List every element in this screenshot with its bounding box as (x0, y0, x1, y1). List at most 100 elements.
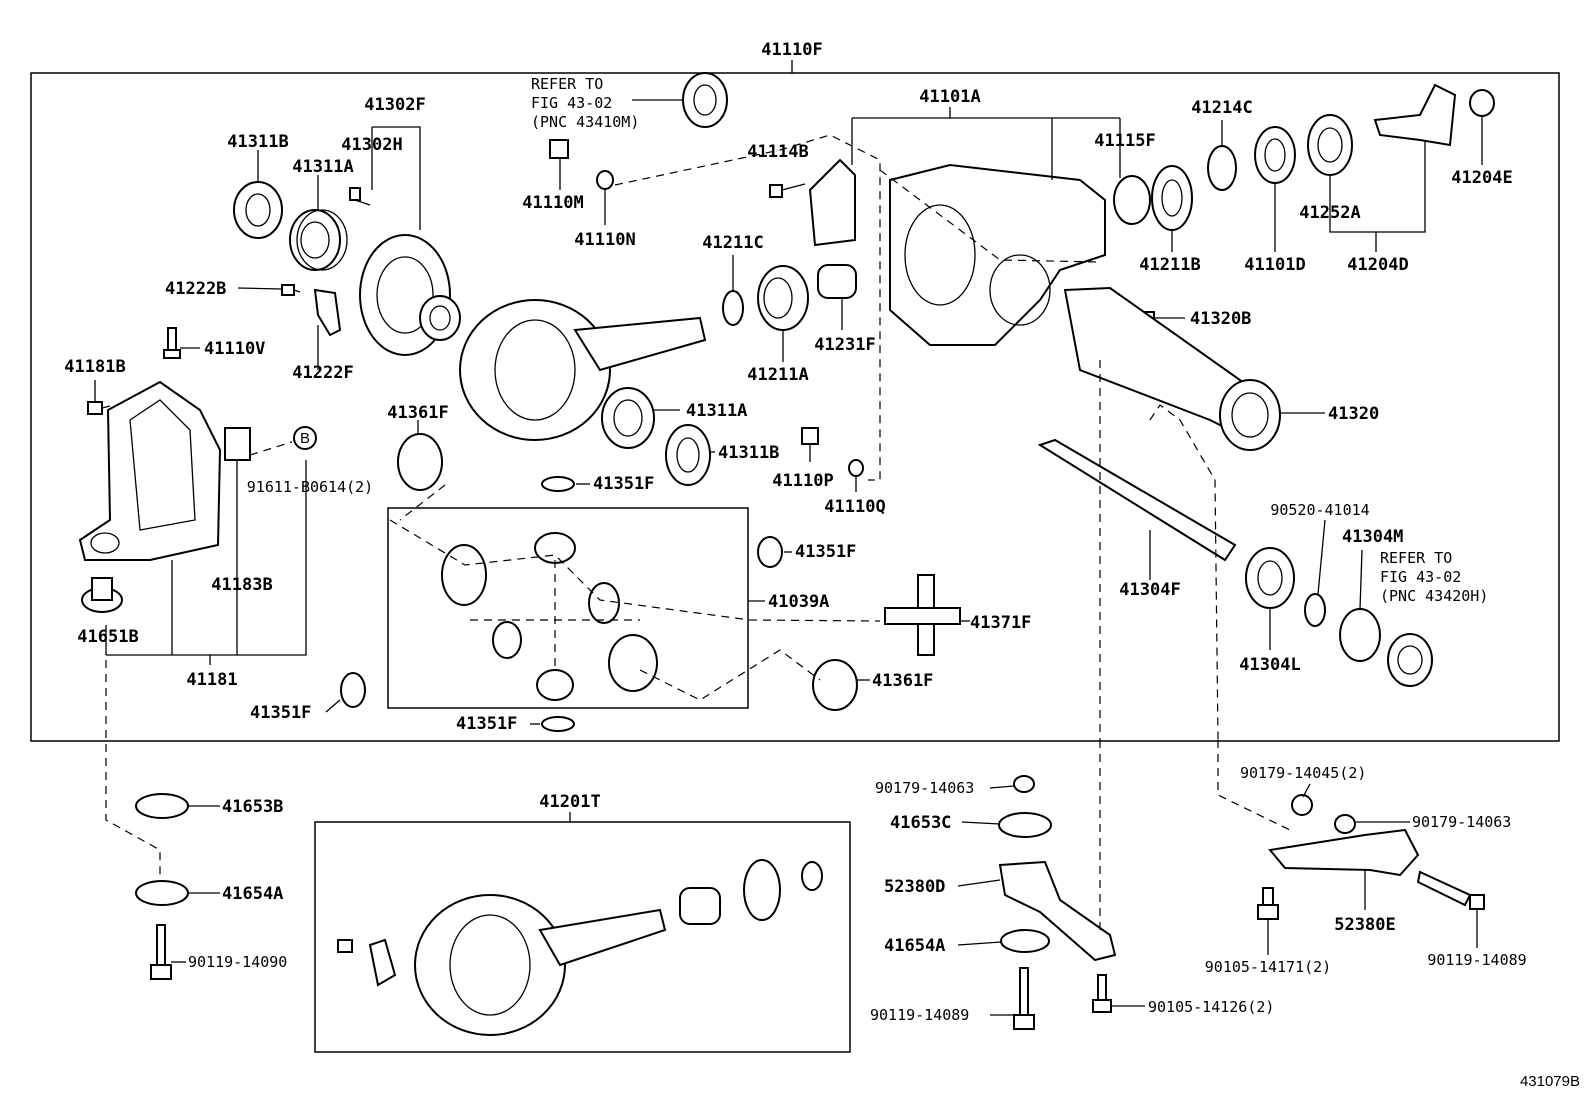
label-41304F: 41304F (1119, 580, 1180, 600)
bolt-90105-14171 (1257, 887, 1279, 920)
label-41204E: 41204E (1451, 168, 1512, 188)
label-91611-B0614: 91611-B0614(2) (247, 478, 373, 496)
label-41110M: 41110M (522, 193, 583, 213)
ref-marker-B: B (300, 430, 310, 447)
label-41653C: 41653C (890, 813, 951, 833)
refer-top-line-3: (PNC 43410M) (531, 113, 639, 131)
washer-41351F-d (340, 672, 366, 708)
assembly-41039A-box (387, 507, 749, 709)
label-41311B-b: 41311B (718, 443, 779, 463)
gasket-41110N (596, 170, 614, 190)
cushion-41653C (998, 812, 1052, 838)
label-90105-14171: 90105-14171(2) (1205, 958, 1331, 976)
bearing-cap-41114B (808, 158, 856, 247)
oil-seal-41311B (233, 181, 283, 239)
label-41101D: 41101D (1244, 255, 1305, 275)
bolt-41302H (349, 187, 371, 206)
oil-seal-41101D (1254, 126, 1296, 184)
refer-top-line-2: FIG 43-02 (531, 94, 612, 112)
washer-41351F-b (757, 536, 783, 568)
differential-gears-41039A (441, 532, 658, 701)
label-41302F: 41302F (364, 95, 425, 115)
spacer-41211C (722, 290, 744, 326)
refer-right-line-1: REFER TO (1380, 549, 1452, 567)
label-41252A: 41252A (1299, 203, 1360, 223)
label-90105-14126: 90105-14126(2) (1148, 998, 1274, 1016)
bolt-41114B (769, 183, 806, 198)
bolt-41181B (87, 401, 111, 415)
refer-top-line-1: REFER TO (531, 75, 603, 93)
label-41110V: 41110V (204, 339, 265, 359)
label-41653B: 41653B (222, 797, 283, 817)
ring-gear-pinion-main (459, 299, 707, 441)
bolt-90119-14089-a (1013, 967, 1035, 1030)
carrier-cover-41181 (78, 380, 222, 561)
label-41181: 41181 (186, 670, 237, 690)
oil-seal-41311B-mid (665, 424, 711, 486)
bolt-41222B (281, 284, 301, 296)
label-41211C: 41211C (702, 233, 763, 253)
label-41181B: 41181B (64, 357, 125, 377)
cushion-41653B (135, 793, 189, 819)
label-90179-14045: 90179-14045(2) (1240, 764, 1366, 782)
thrust-washer-41361F-a (397, 433, 443, 491)
snap-ring-90520 (1304, 593, 1326, 627)
label-41201T: 41201T (539, 792, 600, 812)
bearing-41211B (1151, 165, 1193, 231)
label-41101A: 41101A (919, 87, 980, 107)
bolt-90105-14126 (1092, 974, 1112, 1013)
label-41304M: 41304M (1342, 527, 1403, 547)
label-41211A: 41211A (747, 365, 808, 385)
label-52380E: 52380E (1334, 915, 1395, 935)
label-41311A-b: 41311A (686, 401, 747, 421)
refer-right-line-3: (PNC 43420H) (1380, 587, 1488, 605)
label-41351F-b: 41351F (795, 542, 856, 562)
thrust-washer-41361F-b (812, 659, 858, 711)
plug-41110P (801, 427, 819, 445)
label-41320: 41320 (1328, 404, 1379, 424)
nut-90179-14063-a (1013, 775, 1035, 793)
mount-41651B (81, 577, 123, 613)
label-41371F: 41371F (970, 613, 1031, 633)
bearing-41311A-mid (601, 387, 655, 449)
label-41351F-d: 41351F (250, 703, 311, 723)
label-90520-41014: 90520-41014 (1270, 501, 1369, 519)
plate-41183B (224, 427, 251, 461)
label-41110Q: 41110Q (824, 497, 885, 517)
label-41214C: 41214C (1191, 98, 1252, 118)
oil-seal-refer-43420H (1387, 633, 1433, 687)
bearing-41304L (1245, 547, 1295, 609)
label-41311B-a: 41311B (227, 132, 288, 152)
differential-carrier-41101A (889, 163, 1106, 346)
washer-41351F-c (541, 716, 575, 732)
label-41211B: 41211B (1139, 255, 1200, 275)
leader-lines (94, 99, 1483, 1016)
label-41651B: 41651B (77, 627, 138, 647)
nut-41204E (1469, 89, 1495, 117)
label-41110P: 41110P (772, 471, 833, 491)
bearing-refer-43410M (682, 72, 728, 128)
label-41654A-a: 41654A (222, 884, 283, 904)
assembly-41201T-box (314, 821, 851, 1053)
spacer-41115F (1113, 175, 1151, 225)
label-90179-14063-a: 90179-14063 (875, 779, 974, 797)
washer-41214C (1207, 145, 1237, 191)
label-41110N: 41110N (574, 230, 635, 250)
label-41039A: 41039A (768, 592, 829, 612)
label-41110F: 41110F (761, 40, 822, 60)
companion-flange-41204D (1373, 83, 1457, 147)
differential-case-41302F (359, 234, 461, 356)
figure-id: 431079B (1520, 1073, 1580, 1090)
label-41351F-c: 41351F (456, 714, 517, 734)
bracket-52380D (998, 860, 1117, 962)
cushion-41654A-b (1000, 929, 1050, 953)
label-41304L: 41304L (1239, 655, 1300, 675)
label-41351F-a: 41351F (593, 474, 654, 494)
dashed-lines (105, 134, 1291, 930)
label-41311A-a: 41311A (292, 157, 353, 177)
label-90119-14089-b: 90119-14089 (1427, 951, 1526, 969)
bolt-90119-14090 (150, 924, 172, 980)
bolt-90119-14089-b (1416, 870, 1485, 910)
bracket-52380E (1268, 828, 1420, 877)
